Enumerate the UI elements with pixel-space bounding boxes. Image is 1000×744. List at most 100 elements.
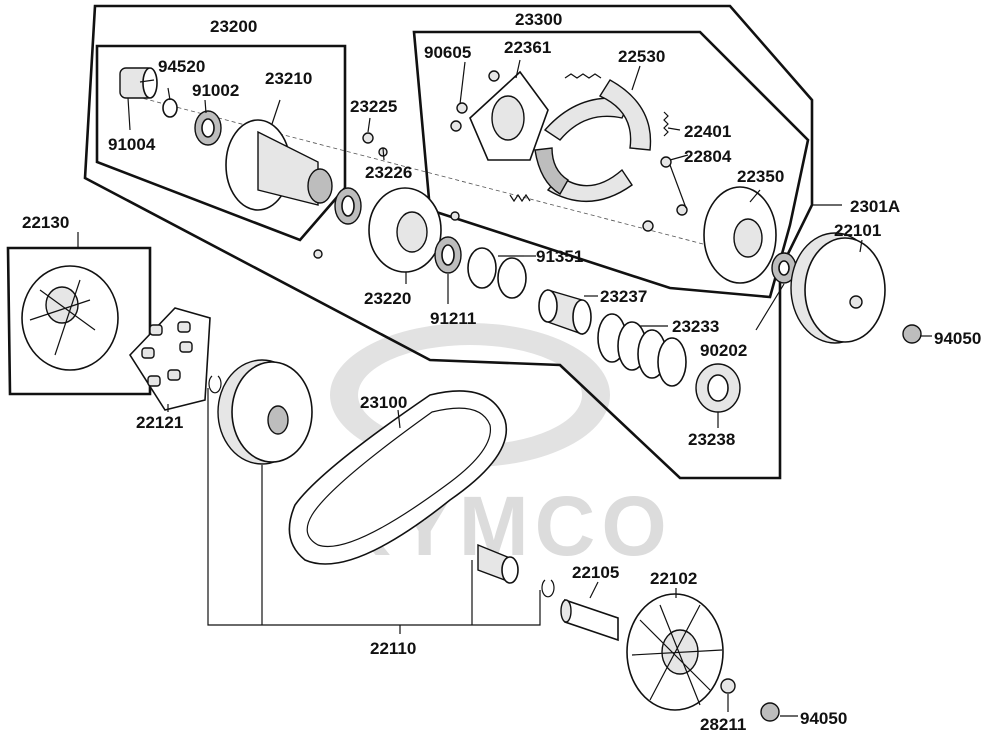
shoe-right [598,79,652,151]
part-94050-nut-a [902,324,922,344]
seat-bore [707,374,729,402]
label-22110: 22110 [370,639,416,658]
leader-22105 [589,581,599,599]
part-drive-collar [477,543,519,584]
part-94520-washer [162,98,178,118]
label-90605: 90605 [424,43,471,62]
seal-bore [441,244,455,266]
belt-inner-edge [306,407,492,548]
roller-5 [147,375,161,387]
leader-22350 [749,189,761,203]
part-22121-rollers [128,307,211,411]
part-22102-cooling-fan [626,593,724,711]
leader-23225 [367,117,371,133]
sheave-hub [257,130,319,206]
snap-ring-right [541,579,555,598]
roller-1 [149,324,163,336]
leader-23210 [271,99,281,125]
part-91004-sleeve [119,67,158,99]
part-23238-seat [695,363,741,413]
seal-inner [201,118,215,138]
label-91004: 91004 [108,135,156,154]
clutch-spring-bottom [509,193,531,203]
plate-bore [491,95,525,141]
shoe-lower [546,168,633,202]
part-22530-shoes [534,79,652,202]
part-22804-pin-b [676,204,688,216]
leader-22530 [631,65,641,91]
leader-90202 [755,283,785,331]
bracket-22110 [207,388,541,626]
label-23237: 23237 [600,287,647,306]
label-23220: 23220 [364,289,411,308]
snap-ring-left [208,375,222,394]
label-22121: 22121 [136,413,183,432]
part-22804-pin-a [660,156,672,168]
label-22102: 22102 [650,569,697,588]
part-23100-drive-belt [288,390,507,565]
roller-3 [141,347,155,359]
label-90202: 90202 [700,341,747,360]
part-23237-collar [538,289,592,335]
part-90605-nut-b [456,102,468,114]
collar-end [538,289,558,323]
leader-22101 [859,239,863,253]
part-94050-nut-b [760,702,780,722]
label-23226: 23226 [365,163,412,182]
part-22401-spring [663,111,669,137]
label-28211: 28211 [700,715,746,734]
part-90605-nut-a [488,70,500,82]
label-94520: 94520 [158,57,205,76]
part-23220-fixed-sheave [368,187,442,273]
part-22101-clutch-bell [790,232,886,344]
leader-22361 [515,59,521,79]
label-91002: 91002 [192,81,239,100]
label-22105: 22105 [572,563,619,582]
label-94050-a: 94050 [934,329,981,348]
part-23225-pin [362,132,374,144]
face-bore [267,405,289,435]
plate-hub [733,218,763,258]
part-movable-drive-face [217,359,313,465]
label-2301a: 2301A [850,197,900,216]
leader-94520 [139,79,155,83]
part-sheave-seal [334,187,362,225]
part-28211-washer [720,678,736,694]
clutch-spring-top [564,73,602,79]
part-91002-seal [194,110,222,146]
bushing-body [564,598,619,642]
label-23238: 23238 [688,430,735,449]
leader-22804b [669,164,687,209]
part-22804-pin-c [642,220,654,232]
leader-90605 [459,61,466,105]
collar-end [501,556,519,584]
drive-face-hub [45,286,79,324]
part-23210-sliding-sheave [225,119,333,211]
seal-bore [341,195,355,217]
leader-23226 [382,147,385,161]
part-90605-nut-c [450,120,462,132]
part-91211-seal [434,236,462,274]
label-22401: 22401 [684,122,731,141]
label-22361: 22361 [504,38,551,57]
roller-6 [167,369,181,381]
sleeve-end [142,67,158,99]
part-22130-drive-face [21,265,119,371]
leader-94520b [167,87,171,101]
label-23300: 23300 [515,10,562,29]
part-pin-small [313,249,323,259]
bushing-end [560,599,572,623]
label-22101: 22101 [834,221,881,240]
sheave-boss [396,211,428,253]
leader-22804 [669,154,689,161]
part-23233-spring [597,313,687,387]
part-pin-small-2 [450,211,460,221]
leader-lines [77,59,932,717]
roller-4 [179,341,193,353]
part-number-labels: 23200 94520 91002 23210 91004 23300 9060… [22,10,981,734]
label-23233: 23233 [672,317,719,336]
part-22350-clutch-plate [703,186,777,284]
frame-group-23200 [95,44,347,242]
fan-blades [631,604,723,706]
